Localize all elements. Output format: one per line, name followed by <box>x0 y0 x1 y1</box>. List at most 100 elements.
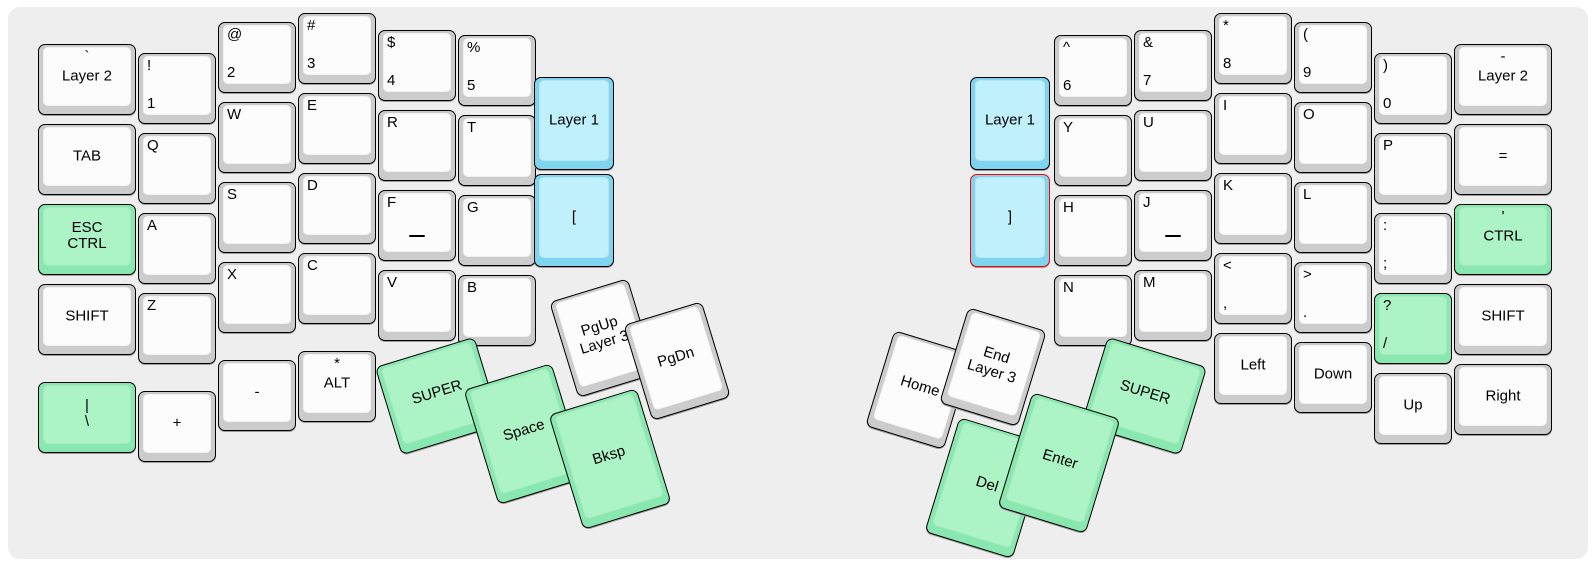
key-m[interactable]: M <box>1134 270 1212 341</box>
key-cap <box>383 113 451 172</box>
key-cap <box>43 127 131 186</box>
key-label-top-left: V <box>387 274 398 291</box>
key-l[interactable]: L <box>1294 182 1372 253</box>
key-cap <box>143 296 211 355</box>
key-shift-right[interactable]: SHIFT <box>1454 284 1552 355</box>
key-9[interactable]: (9 <box>1294 22 1372 93</box>
key-bracket-right[interactable]: ] <box>970 174 1050 267</box>
key-4[interactable]: $4 <box>378 30 456 101</box>
key-equals[interactable]: = <box>1454 124 1552 195</box>
key-t[interactable]: T <box>458 115 536 186</box>
key-labels: SHIFT <box>1463 289 1543 344</box>
key-x[interactable]: X <box>218 262 296 333</box>
key-labels: N <box>1063 279 1123 335</box>
key-labels: P <box>1383 137 1443 193</box>
key-label-top-left: O <box>1303 106 1315 123</box>
key-d[interactable]: D <box>298 173 376 244</box>
key-cap <box>223 363 291 422</box>
key-layer1-left[interactable]: Layer 1 <box>534 77 614 170</box>
key-y[interactable]: Y <box>1054 115 1132 186</box>
key-bracket-left[interactable]: [ <box>534 174 614 267</box>
key-label-top-left: N <box>1063 279 1074 296</box>
key-labels: &7 <box>1143 34 1203 90</box>
key-w[interactable]: W <box>218 102 296 173</box>
key-cap <box>1299 265 1367 324</box>
key-labels: $4 <box>387 34 447 90</box>
key-cap <box>539 80 609 161</box>
key-labels: K <box>1223 177 1283 233</box>
key-7[interactable]: &7 <box>1134 30 1212 101</box>
key-label-bottom-left: 7 <box>1143 72 1152 90</box>
key-k[interactable]: K <box>1214 173 1292 244</box>
key-grave-layer2[interactable]: `Layer 2 <box>38 44 136 115</box>
key-semicolon[interactable]: :; <box>1374 213 1452 284</box>
key-quote-ctrl[interactable]: 'CTRL <box>1454 204 1552 275</box>
key-8[interactable]: *8 <box>1214 13 1292 84</box>
key-pipe-backslash[interactable]: |\ <box>38 382 136 453</box>
key-e[interactable]: E <box>298 93 376 164</box>
key-minus[interactable]: - <box>218 360 296 431</box>
key-g[interactable]: G <box>458 195 536 266</box>
key-o[interactable]: O <box>1294 102 1372 173</box>
key-cap <box>1219 176 1287 235</box>
key-right[interactable]: Right <box>1454 364 1552 435</box>
key-label-center: + <box>172 414 182 432</box>
key-labels: !1 <box>147 57 207 113</box>
key-labels: U <box>1143 114 1203 170</box>
key-alt[interactable]: *ALT <box>298 351 376 422</box>
key-3[interactable]: #3 <box>298 13 376 84</box>
key-2[interactable]: @2 <box>218 22 296 93</box>
key-i[interactable]: I <box>1214 93 1292 164</box>
key-6[interactable]: ^6 <box>1054 35 1132 106</box>
key-labels: Right <box>1463 369 1543 424</box>
key-labels: (9 <box>1303 26 1363 82</box>
key-u[interactable]: U <box>1134 110 1212 181</box>
key-label-bottom-left: 6 <box>1063 77 1072 95</box>
key-down[interactable]: Down <box>1294 342 1372 413</box>
key-cap <box>463 118 531 177</box>
key-slash[interactable]: ?/ <box>1374 293 1452 364</box>
key-a[interactable]: A <box>138 213 216 284</box>
key-p[interactable]: P <box>1374 133 1452 204</box>
key-label-center: Layer 1 <box>548 111 600 129</box>
key-r[interactable]: R <box>378 110 456 181</box>
key-shift-left[interactable]: SHIFT <box>38 284 136 355</box>
key-left[interactable]: Left <box>1214 333 1292 404</box>
key-label-bottom-left: 0 <box>1383 95 1392 113</box>
key-period[interactable]: >. <box>1294 262 1372 333</box>
key-c[interactable]: C <box>298 253 376 324</box>
key-labels: -Layer 2 <box>1463 48 1543 104</box>
key-cap <box>1379 216 1447 275</box>
key-label-center: Left <box>1240 356 1266 374</box>
key-cap <box>1059 38 1127 97</box>
key-tab[interactable]: TAB <box>38 124 136 195</box>
key-j[interactable]: J <box>1134 190 1212 261</box>
key-label-top-left: ! <box>147 57 152 74</box>
key-1[interactable]: !1 <box>138 53 216 124</box>
key-label-top-left: & <box>1143 34 1154 51</box>
key-cap <box>1379 136 1447 195</box>
key-label-top-left: W <box>227 106 242 123</box>
key-s[interactable]: S <box>218 182 296 253</box>
key-0[interactable]: )0 <box>1374 53 1452 124</box>
key-minus-layer2[interactable]: -Layer 2 <box>1454 44 1552 115</box>
key-cap <box>1059 118 1127 177</box>
key-v[interactable]: V <box>378 270 456 341</box>
key-5[interactable]: %5 <box>458 35 536 106</box>
key-q[interactable]: Q <box>138 133 216 204</box>
key-b[interactable]: B <box>458 275 536 346</box>
key-h[interactable]: H <box>1054 195 1132 266</box>
key-n[interactable]: N <box>1054 275 1132 346</box>
key-cap <box>303 176 371 235</box>
key-cap <box>1459 287 1547 346</box>
key-layer1-right[interactable]: Layer 1 <box>970 77 1050 170</box>
key-z[interactable]: Z <box>138 293 216 364</box>
key-up[interactable]: Up <box>1374 373 1452 444</box>
key-comma[interactable]: <, <box>1214 253 1292 324</box>
key-plus[interactable]: + <box>138 391 216 462</box>
key-f[interactable]: F <box>378 190 456 261</box>
key-label-top-left: ( <box>1303 26 1308 43</box>
key-label-top-center: - <box>1500 48 1506 65</box>
key-cap <box>1299 25 1367 84</box>
